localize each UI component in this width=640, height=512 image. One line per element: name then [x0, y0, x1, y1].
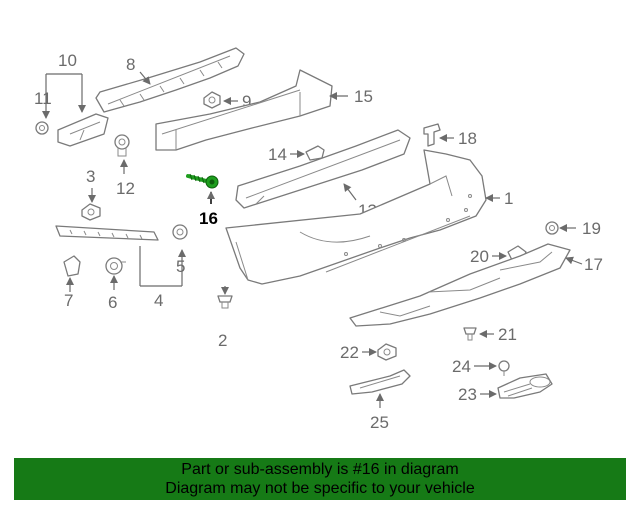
callout-22: 22	[340, 343, 377, 362]
callout-4: 4	[139, 246, 186, 310]
part-6-sensor-retainer[interactable]	[105, 257, 126, 275]
svg-text:22: 22	[340, 343, 359, 362]
svg-text:4: 4	[154, 291, 163, 310]
callout-21: 21	[479, 325, 517, 344]
part-7-sensor[interactable]	[63, 255, 81, 277]
part-21-push-pin[interactable]	[463, 327, 477, 341]
part-19-clip[interactable]	[545, 221, 559, 235]
callout-19: 19	[559, 219, 601, 238]
part-11-clip[interactable]	[35, 121, 49, 135]
svg-text:12: 12	[116, 179, 135, 198]
svg-text:6: 6	[108, 293, 117, 312]
svg-text:25: 25	[370, 413, 389, 432]
svg-text:16: 16	[199, 209, 218, 228]
svg-text:17: 17	[584, 255, 603, 274]
part-16-bolt-highlighted[interactable]	[186, 173, 219, 189]
svg-text:9: 9	[242, 92, 251, 111]
callout-24: 24	[452, 357, 497, 376]
parts-diagram: 8 10 11 9 15 12	[34, 47, 603, 432]
callout-12: 12	[116, 159, 135, 198]
part-9-nut[interactable]	[203, 91, 221, 109]
callout-7: 7	[64, 277, 74, 310]
callout-14: 14	[268, 145, 305, 164]
part-18-pin[interactable]	[423, 123, 441, 147]
callout-6: 6	[108, 275, 118, 312]
callout-2: 2	[218, 286, 229, 350]
part-25-reflector[interactable]	[349, 369, 411, 395]
svg-text:5: 5	[176, 257, 185, 276]
callout-5: 5	[176, 257, 185, 276]
part-3-nut[interactable]	[81, 203, 101, 221]
callout-3: 3	[86, 167, 96, 203]
svg-text:19: 19	[582, 219, 601, 238]
notice-banner: Part or sub-assembly is #16 in diagram D…	[14, 458, 626, 500]
svg-text:8: 8	[126, 55, 135, 74]
callout-8: 8	[126, 55, 151, 85]
callout-9: 9	[223, 92, 251, 111]
part-24-screw[interactable]	[498, 360, 510, 376]
callout-1: 1	[485, 189, 513, 208]
svg-text:20: 20	[470, 247, 489, 266]
part-13-reinforcement[interactable]	[235, 129, 411, 209]
svg-text:3: 3	[86, 167, 95, 186]
callout-15: 15	[329, 87, 373, 106]
svg-text:23: 23	[458, 385, 477, 404]
part-12-clip[interactable]	[114, 134, 130, 157]
callout-16: 16	[199, 191, 218, 228]
callout-18: 18	[439, 129, 477, 148]
callout-11: 11	[34, 89, 52, 108]
part-4-sensor-bracket[interactable]	[55, 225, 159, 241]
svg-text:1: 1	[504, 189, 513, 208]
banner-line-disclaimer: Diagram may not be specific to your vehi…	[165, 480, 475, 497]
callout-20: 20	[470, 247, 507, 266]
svg-text:15: 15	[354, 87, 373, 106]
part-15-impact-bar[interactable]	[155, 69, 333, 151]
banner-line-part-info: Part or sub-assembly is #16 in diagram	[181, 461, 459, 478]
callout-23: 23	[458, 385, 497, 404]
svg-text:11: 11	[34, 89, 52, 108]
part-1-bumper-cover[interactable]	[225, 149, 487, 285]
svg-text:7: 7	[64, 291, 73, 310]
callout-17: 17	[565, 255, 603, 274]
callout-25: 25	[370, 393, 389, 432]
svg-text:14: 14	[268, 145, 287, 164]
svg-text:10: 10	[58, 51, 77, 70]
part-22-nut[interactable]	[377, 343, 397, 361]
svg-text:2: 2	[218, 331, 227, 350]
part-23-exhaust-tip[interactable]	[497, 373, 553, 399]
svg-text:18: 18	[458, 129, 477, 148]
svg-text:21: 21	[498, 325, 517, 344]
part-10-bracket[interactable]	[57, 113, 109, 147]
part-2-push-pin[interactable]	[217, 295, 233, 309]
part-5-retainer[interactable]	[172, 224, 188, 240]
part-14-clip[interactable]	[305, 145, 325, 161]
part-8-energy-absorber[interactable]	[95, 47, 245, 113]
part-17-diffuser[interactable]	[349, 243, 571, 327]
callout-10: 10	[42, 51, 86, 119]
svg-text:24: 24	[452, 357, 471, 376]
